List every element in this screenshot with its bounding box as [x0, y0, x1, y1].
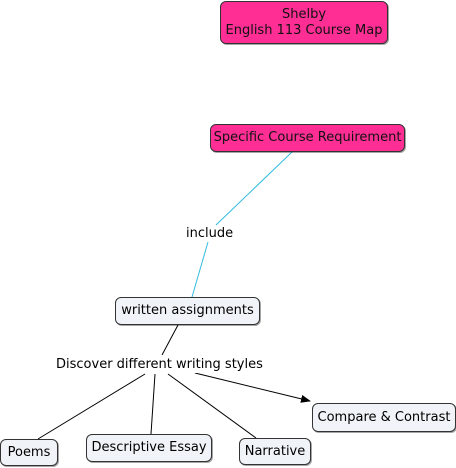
connector-requirement-to-include [215, 151, 293, 226]
node-label: Compare & Contrast [317, 409, 451, 425]
connector-discover-to-poems [37, 373, 146, 440]
node-poems[interactable]: Poems [0, 439, 58, 466]
title-node-line1: Shelby [281, 6, 327, 22]
connector-written-to-discover [161, 324, 179, 356]
connector-discover-to-compare [194, 372, 311, 403]
node-specific-course-requirement[interactable]: Specific Course Requirement [210, 124, 405, 152]
linking-phrase-include[interactable]: include [186, 226, 234, 242]
linking-phrase-discover[interactable]: Discover different writing styles [56, 357, 263, 373]
node-narrative[interactable]: Narrative [239, 438, 311, 465]
node-descriptive-essay[interactable]: Descriptive Essay [86, 434, 212, 462]
title-node[interactable]: Shelby English 113 Course Map [220, 1, 388, 44]
node-written-assignments[interactable]: written assignments [115, 297, 260, 325]
title-node-line2: English 113 Course Map [225, 22, 383, 38]
connector-discover-to-descriptive [150, 373, 156, 435]
connector-discover-to-narrative [167, 373, 257, 439]
node-label: Descriptive Essay [91, 440, 207, 455]
node-compare-contrast[interactable]: Compare & Contrast [312, 403, 456, 432]
node-label: Poems [7, 444, 51, 460]
connector-include-to-written [191, 241, 209, 298]
node-label: Narrative [244, 443, 306, 459]
node-label: written assignments [121, 303, 254, 318]
node-label: Specific Course Requirement [213, 130, 402, 145]
